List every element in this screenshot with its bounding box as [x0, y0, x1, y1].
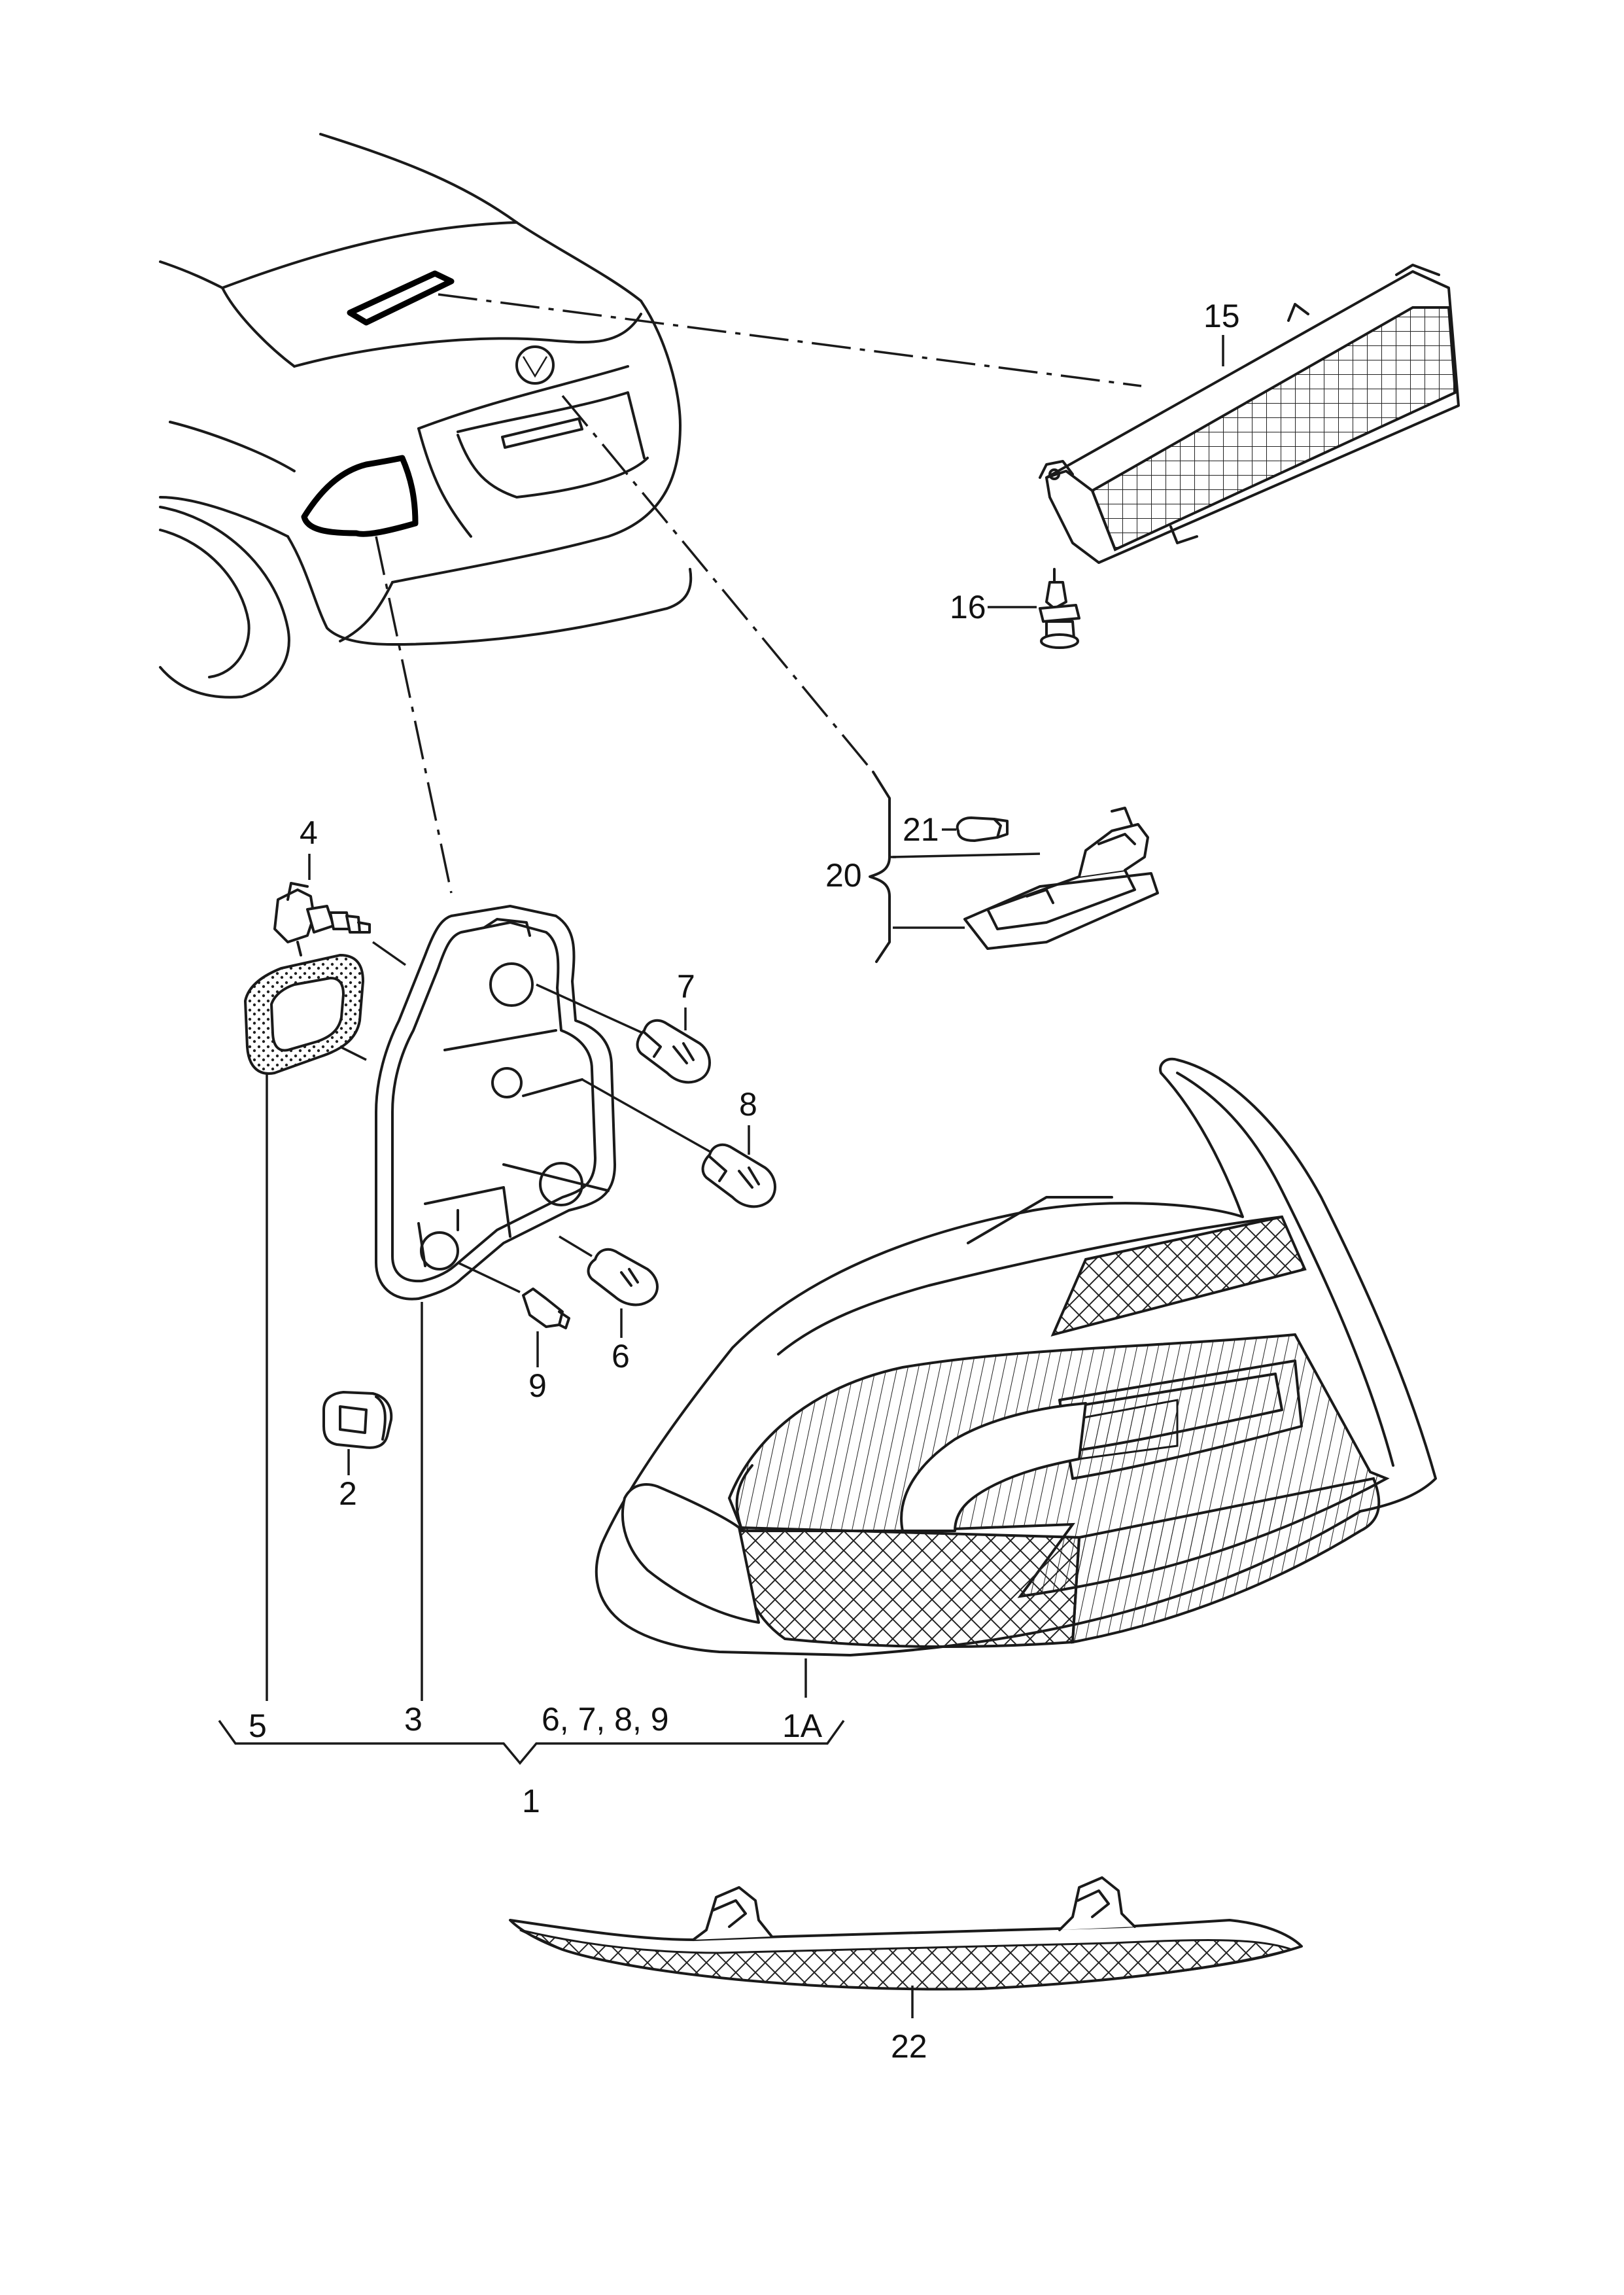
label-8-group: 8: [739, 1086, 757, 1155]
label-6: 6: [612, 1338, 630, 1375]
label-8: 8: [739, 1086, 757, 1123]
label-16-group: 16: [950, 589, 1037, 625]
reflector-22: [509, 1876, 1303, 1991]
label-4: 4: [300, 815, 318, 851]
tail-light-lens-1A: [595, 1057, 1437, 1656]
label-1A: 1A: [782, 1708, 823, 1744]
label-9-group: 9: [528, 1331, 547, 1404]
bulb-21: [956, 816, 1009, 842]
bulb-9: [522, 1288, 570, 1329]
bulb-carrier-3: [375, 905, 710, 1301]
grommet-2: [322, 1391, 393, 1449]
connector-4: [273, 882, 407, 966]
bulb-7: [636, 1019, 711, 1084]
bulb-8: [701, 1143, 776, 1208]
label-9: 9: [528, 1367, 547, 1404]
label-6-7-8-9: 6, 7, 8, 9: [542, 1701, 669, 1738]
bracket-20: [869, 771, 1041, 963]
label-15-group: 15: [1203, 298, 1240, 366]
gasket-5: [243, 953, 367, 1075]
label-4-group: 4: [300, 815, 318, 880]
label-6-group: 6: [612, 1308, 630, 1375]
label-20: 20: [825, 857, 862, 894]
label-1: 1: [522, 1783, 540, 1819]
assembly-bracket-1: 5 3 6, 7, 8, 9 1A 1: [218, 1701, 845, 1819]
license-light-20: [963, 807, 1159, 950]
car-rear-body: [159, 133, 693, 699]
label-20-21-group: 21 20: [825, 811, 956, 894]
assembly-lines: [375, 293, 1142, 894]
high-brake-light: [1039, 264, 1460, 564]
label-7-group: 7: [677, 968, 695, 1030]
label-2-group: 2: [339, 1449, 357, 1512]
label-3: 3: [404, 1701, 423, 1738]
label-22: 22: [891, 2028, 927, 2065]
label-21: 21: [903, 811, 939, 848]
label-2: 2: [339, 1475, 357, 1512]
clip-16: [1039, 568, 1080, 649]
label-5: 5: [249, 1708, 267, 1744]
label-7: 7: [677, 968, 695, 1005]
label-15: 15: [1203, 298, 1240, 334]
label-16: 16: [950, 589, 986, 625]
label-22-group: 22: [891, 1986, 927, 2065]
bulb-6: [587, 1248, 659, 1306]
